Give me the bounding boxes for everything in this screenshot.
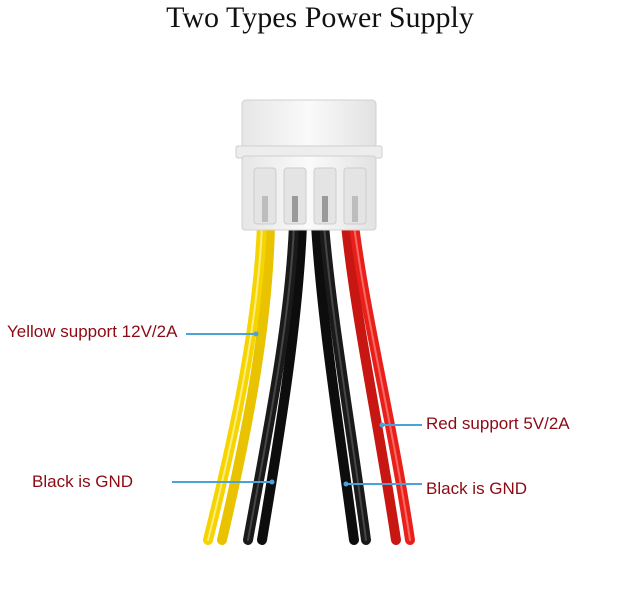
label-black-gnd-right: Black is GND [426, 479, 528, 498]
red-wire-back [341, 220, 401, 545]
molex-connector [235, 99, 383, 231]
wires [203, 220, 415, 545]
yellow-wire-back [217, 220, 275, 545]
label-red-5v: Red support 5V/2A [426, 414, 570, 433]
label-black-gnd-left: Black is GND [32, 472, 134, 491]
label-yellow-12v: Yellow support 12V/2A [7, 322, 178, 341]
black-wire-right-back [311, 220, 359, 545]
leader-lines [172, 331, 422, 487]
black-wire-left-back [257, 220, 307, 545]
page-title: Two Types Power Supply [166, 1, 474, 34]
